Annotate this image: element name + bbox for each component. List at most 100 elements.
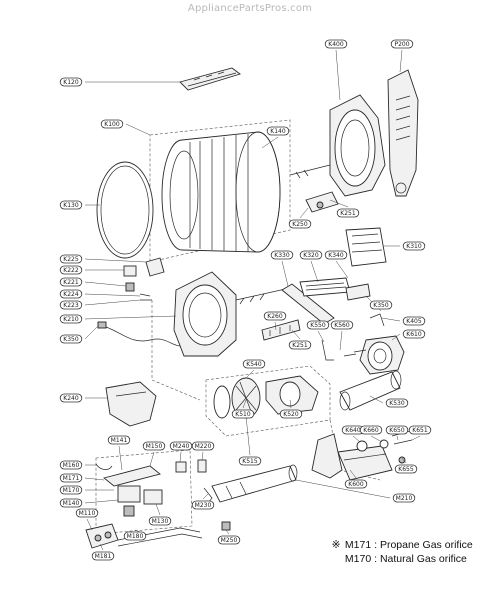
callout-k655: K655 bbox=[394, 464, 418, 474]
legend-propane-text: M171 : Propane Gas orifice bbox=[344, 539, 473, 551]
callout-text: M140 bbox=[63, 500, 80, 507]
callout-box bbox=[59, 277, 83, 287]
callout-box bbox=[100, 119, 124, 129]
drum-front-ring bbox=[96, 161, 154, 259]
callout-k520: K520 bbox=[279, 409, 303, 419]
callout-text: M150 bbox=[146, 443, 163, 450]
callout-k600: K600 bbox=[344, 479, 368, 489]
callout-text: K222 bbox=[63, 267, 79, 274]
callout-text: K100 bbox=[104, 121, 120, 128]
callout-box bbox=[191, 441, 215, 451]
callout-box bbox=[390, 39, 414, 49]
callout-text: K140 bbox=[270, 128, 286, 135]
callout-text: K120 bbox=[63, 79, 79, 86]
callout-text: K260 bbox=[267, 313, 283, 320]
callout-k610: K610 bbox=[402, 329, 426, 339]
callout-k140: K140 bbox=[266, 126, 290, 136]
callout-text: K400 bbox=[328, 41, 344, 48]
callout-text: K320 bbox=[303, 252, 319, 259]
motor-mount bbox=[311, 433, 393, 481]
callout-box bbox=[75, 508, 99, 518]
callout-text: K405 bbox=[406, 318, 422, 325]
callout-text: K655 bbox=[398, 466, 414, 473]
callout-text: M220 bbox=[195, 443, 212, 450]
lint-filter bbox=[345, 227, 387, 267]
callout-k260: K260 bbox=[263, 311, 287, 321]
callout-text: K223 bbox=[63, 302, 79, 309]
drum-baffle bbox=[179, 67, 241, 91]
callout-m150: M150 bbox=[142, 441, 166, 451]
callout-text: K340 bbox=[328, 252, 344, 259]
callout-k251: K251 bbox=[288, 340, 312, 350]
callout-text: M230 bbox=[195, 502, 212, 509]
bracket-k405 bbox=[369, 313, 385, 327]
callout-k320: K320 bbox=[299, 250, 323, 260]
callout-box bbox=[242, 359, 266, 369]
legend: ※ M171 : Propane Gas orifice M170 : Natu… bbox=[330, 538, 473, 566]
callout-text: K221 bbox=[63, 279, 79, 286]
callout-k251: K251 bbox=[336, 208, 360, 218]
callout-text: K330 bbox=[274, 252, 290, 259]
callout-m181: M181 bbox=[91, 551, 115, 561]
callout-text: K530 bbox=[389, 400, 405, 407]
legend-natural-text: M170 : Natural Gas orifice bbox=[344, 553, 467, 565]
exhaust-duct bbox=[339, 370, 402, 411]
legend-row-natural: M170 : Natural Gas orifice bbox=[330, 552, 473, 566]
callout-m140: M140 bbox=[59, 498, 83, 508]
gas-valve-assembly bbox=[85, 465, 163, 549]
callout-text: M180 bbox=[127, 533, 144, 540]
callout-m180: M180 bbox=[123, 531, 147, 541]
legend-row-propane: ※ M171 : Propane Gas orifice bbox=[330, 538, 473, 552]
sensor-wire bbox=[95, 463, 113, 470]
callout-box bbox=[59, 289, 83, 299]
callout-box bbox=[344, 479, 368, 489]
callout-text: K650 bbox=[389, 427, 405, 434]
callout-k250: K250 bbox=[288, 219, 312, 229]
wire-connector-left bbox=[97, 321, 107, 329]
rear-bulkhead bbox=[329, 94, 386, 197]
callout-k350: K350 bbox=[369, 300, 393, 310]
callout-text: M110 bbox=[79, 510, 96, 517]
callout-box bbox=[59, 314, 83, 324]
front-bulkhead bbox=[173, 271, 237, 357]
callout-box bbox=[59, 254, 83, 264]
callout-k550: K550 bbox=[306, 320, 330, 330]
callout-m230: M230 bbox=[191, 500, 215, 510]
callout-text: M171 bbox=[63, 475, 80, 482]
callout-m110: M110 bbox=[75, 508, 99, 518]
callout-box bbox=[59, 334, 83, 344]
callout-text: K610 bbox=[406, 331, 422, 338]
bulkhead-rod bbox=[235, 287, 291, 305]
bracket-k550 bbox=[321, 339, 334, 361]
callout-box bbox=[394, 464, 418, 474]
callout-box bbox=[336, 208, 360, 218]
callout-box bbox=[402, 329, 426, 339]
callout-box bbox=[59, 473, 83, 483]
callout-box bbox=[369, 300, 393, 310]
callout-k120: K120 bbox=[59, 77, 83, 87]
drum bbox=[161, 131, 281, 253]
motor bbox=[343, 335, 405, 375]
callout-box bbox=[59, 77, 83, 87]
callout-text: M130 bbox=[152, 518, 169, 525]
thermal-fuse bbox=[221, 521, 231, 531]
callout-text: M141 bbox=[111, 437, 128, 444]
callout-k240: K240 bbox=[59, 393, 83, 403]
callout-text: K350 bbox=[373, 302, 389, 309]
callout-box bbox=[148, 516, 172, 526]
callout-text: K210 bbox=[63, 316, 79, 323]
callout-m170: M170 bbox=[59, 485, 83, 495]
callout-box bbox=[263, 311, 287, 321]
callout-k640: K640 bbox=[341, 425, 365, 435]
callout-k100: K100 bbox=[100, 119, 124, 129]
igniter bbox=[197, 459, 207, 473]
callout-box bbox=[59, 485, 83, 495]
drum-shaft bbox=[289, 164, 331, 179]
callout-m210: M210 bbox=[392, 493, 416, 503]
callout-box bbox=[142, 441, 166, 451]
callout-box bbox=[385, 425, 409, 435]
callout-m171: M171 bbox=[59, 473, 83, 483]
callout-box bbox=[217, 535, 241, 545]
callout-text: M250 bbox=[221, 537, 238, 544]
heater-duct bbox=[387, 69, 419, 197]
